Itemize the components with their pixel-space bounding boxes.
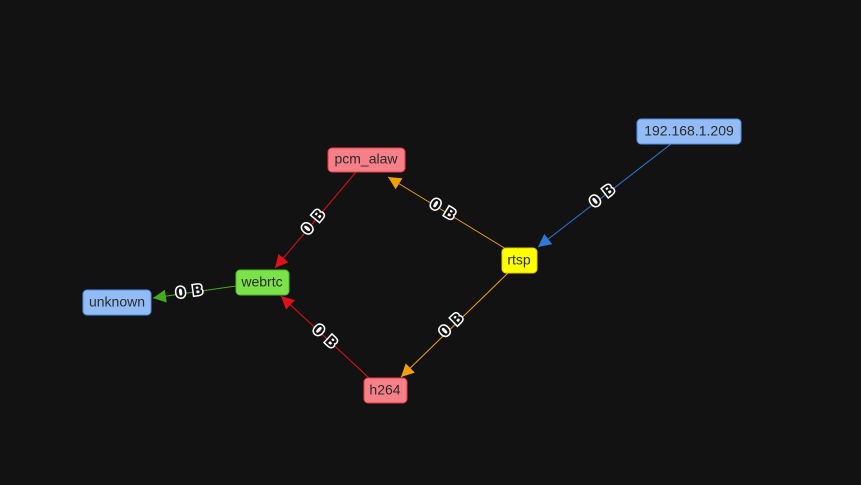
- node-pcm-alaw[interactable]: pcm_alaw: [327, 147, 406, 173]
- node-label-h264: h264: [369, 382, 400, 398]
- edge-rtsp-to-h264[interactable]: 0 B: [400, 272, 509, 378]
- edge-pcm-alaw-to-webrtc[interactable]: 0 B: [274, 171, 357, 269]
- edge-rtsp-to-pcm-alaw[interactable]: 0 B: [387, 176, 507, 250]
- node-label-unknown: unknown: [89, 294, 145, 310]
- node-rtsp[interactable]: rtsp: [501, 247, 538, 274]
- edge-label-pcm-alaw-webrtc: 0 B: [299, 206, 329, 238]
- node-webrtc[interactable]: webrtc: [235, 269, 290, 296]
- node-h264[interactable]: h264: [363, 377, 408, 404]
- edge-ip-to-rtsp[interactable]: 0 B: [537, 143, 672, 248]
- node-label-rtsp: rtsp: [507, 252, 531, 268]
- node-label-ip-address: 192.168.1.209: [644, 123, 734, 139]
- node-unknown[interactable]: unknown: [82, 289, 152, 316]
- node-ip-address[interactable]: 192.168.1.209: [636, 118, 742, 145]
- edge-label-rtsp-pcm-alaw: 0 B: [427, 196, 459, 224]
- edge-label-webrtc-unknown: 0 B: [175, 282, 205, 302]
- edge-label-rtsp-h264: 0 B: [436, 309, 467, 340]
- nodes-layer: 192.168.1.209 pcm_alaw rtsp webrtc unkno…: [82, 118, 742, 404]
- node-label-webrtc: webrtc: [240, 274, 282, 290]
- edges-layer: 0 B 0 B 0 B 0 B 0 B 0 B: [152, 143, 672, 379]
- edge-h264-to-webrtc[interactable]: 0 B: [280, 295, 370, 379]
- edge-label-ip-rtsp: 0 B: [587, 181, 619, 211]
- edge-webrtc-to-unknown[interactable]: 0 B: [152, 281, 237, 303]
- node-label-pcm-alaw: pcm_alaw: [334, 151, 398, 167]
